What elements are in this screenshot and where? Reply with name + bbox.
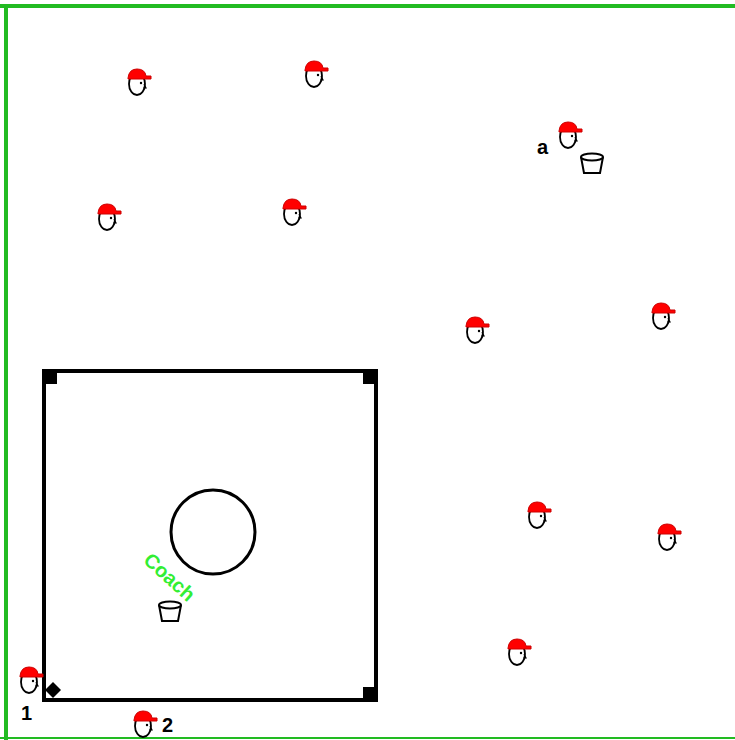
- cone: [363, 687, 377, 701]
- player: [466, 317, 489, 343]
- player: [134, 711, 157, 737]
- ball-bucket: [159, 602, 181, 622]
- player: [305, 61, 328, 87]
- coach-label: Coach: [140, 549, 199, 605]
- field-line: [4, 4, 8, 740]
- cone: [45, 682, 61, 698]
- player: [508, 639, 531, 665]
- player: [98, 204, 121, 230]
- field-line: [0, 4, 735, 8]
- callout-number: 2: [162, 715, 173, 735]
- callout-number: 1: [21, 703, 32, 723]
- field-line: [0, 737, 735, 739]
- grid-square: [44, 371, 376, 700]
- player: [528, 502, 551, 528]
- player: [658, 524, 681, 550]
- cone: [363, 370, 377, 384]
- player: [128, 69, 151, 95]
- player-label: a: [537, 137, 548, 157]
- ball-bucket: [581, 154, 603, 174]
- player: [652, 303, 675, 329]
- player: [283, 199, 306, 225]
- player: [559, 122, 582, 148]
- player: [20, 667, 43, 693]
- cone: [43, 370, 57, 384]
- center-circle: [171, 490, 255, 574]
